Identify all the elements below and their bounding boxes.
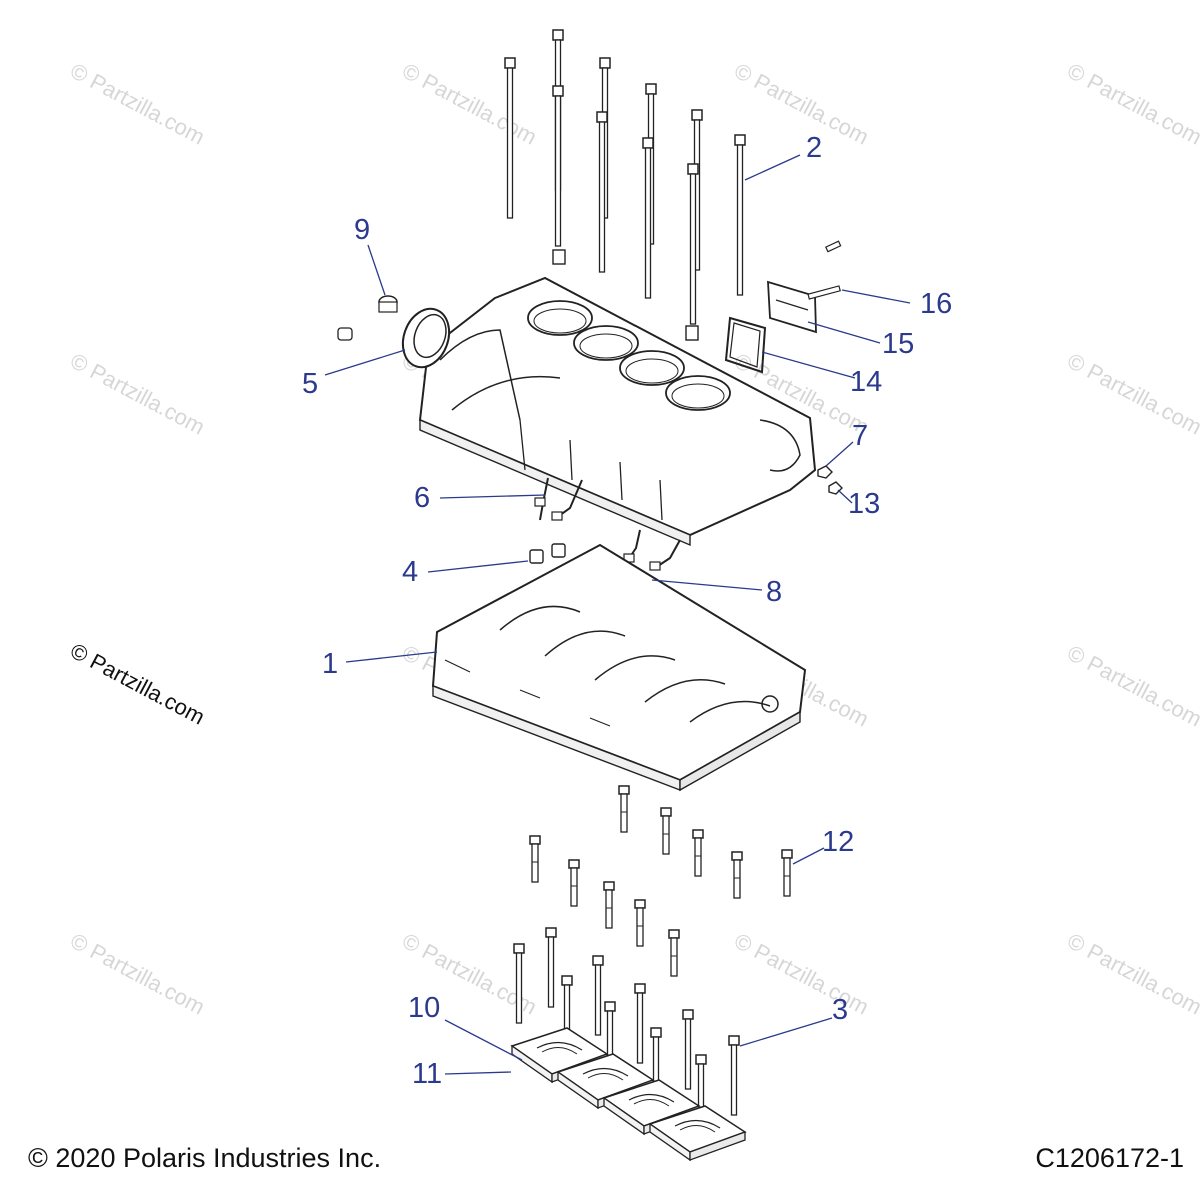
callout-6[interactable]: 6 [414,482,431,514]
callout-7[interactable]: 7 [852,420,869,452]
callout-9[interactable]: 9 [354,214,371,246]
dowel [337,327,353,341]
upper-crankcase [418,276,817,547]
callout-10[interactable]: 10 [408,992,441,1024]
callout-4[interactable]: 4 [402,556,419,588]
access-cover [767,280,817,334]
dowel-pin [552,249,566,265]
cover-gasket [724,316,767,374]
callout-11[interactable]: 11 [412,1058,443,1090]
crankcase-bolts [529,785,793,977]
callout-2[interactable]: 2 [806,132,823,164]
diagram-code: C1206172-1 [1035,1143,1184,1173]
dowel [529,549,544,564]
callout-14[interactable]: 14 [850,366,883,398]
cylinder-bore [619,350,685,386]
cylinder-bore [573,325,639,361]
oil-jets [534,477,681,571]
dowel [551,543,566,558]
plug [378,295,398,313]
dowel-pin [685,325,699,341]
callout-8[interactable]: 8 [766,576,783,608]
crank-seal [401,307,451,369]
lower-crankcase [431,543,807,792]
cylinder-bore [665,375,731,411]
callout-1[interactable]: 1 [322,648,339,680]
callout-5[interactable]: 5 [302,368,319,400]
callout-3[interactable]: 3 [832,994,849,1026]
callout-16[interactable]: 16 [920,288,953,320]
bearing-caps [511,1027,746,1161]
callout-15[interactable]: 15 [882,328,915,360]
head-bolts [504,29,746,341]
cylinder-bore [527,300,593,336]
cover-bolts [807,240,842,300]
leader-lines [324,154,911,1075]
copyright-text: © 2020 Polaris Industries Inc. [28,1143,382,1173]
callout-13[interactable]: 13 [848,488,881,520]
fitting [817,465,833,479]
callout-12[interactable]: 12 [822,826,855,858]
